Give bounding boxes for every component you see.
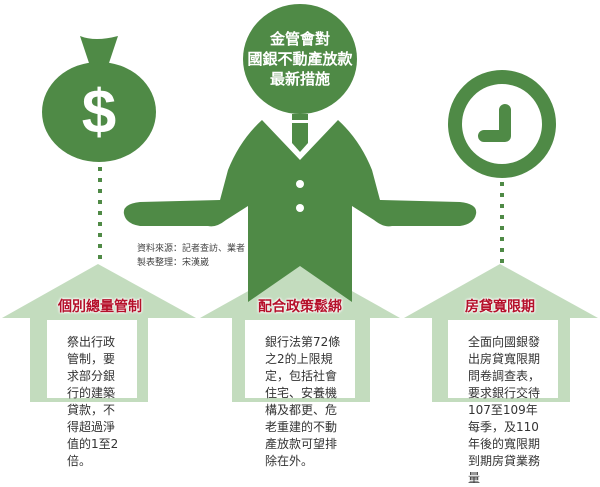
shirt-button-icon bbox=[296, 204, 304, 212]
house-body-policy-relaxation: 銀行法第72條之2的上限規定，包括社會住宅、安養機構及都更、危老重建的不動產放款… bbox=[245, 320, 355, 468]
house-text: 銀行法第72條之2的上限規定，包括社會住宅、安養機構及都更、危老重建的不動產放款… bbox=[265, 335, 341, 468]
credit-source: 資料來源：記者查訪、業者 bbox=[137, 244, 246, 254]
house-text: 全面向國銀發出房貸寬限期問卷調查表，要求銀行交待107至109年每季，及110年… bbox=[468, 335, 541, 485]
title-line-2: 國銀不動產放款 bbox=[247, 50, 353, 68]
house-text: 祭出行政管制，要求部分銀行的建築貸款，不得超過淨值的1至2倍。 bbox=[67, 335, 119, 468]
tie-icon bbox=[292, 114, 308, 152]
title-line-3: 最新措施 bbox=[269, 70, 330, 88]
house-label-policy-relaxation: 配合政策鬆綁 bbox=[258, 299, 342, 315]
house-body-grace-period: 全面向國銀發出房貸寬限期問卷調查表，要求銀行交待107至109年每季，及110年… bbox=[448, 320, 558, 485]
house-body-total-control: 祭出行政管制，要求部分銀行的建築貸款，不得超過淨值的1至2倍。 bbox=[47, 320, 137, 468]
house-label-grace-period: 房貸寬限期 bbox=[465, 299, 535, 315]
title-line-1: 金管會對 bbox=[269, 30, 330, 48]
source-credit: 資料來源：記者查訪、業者 製表整理：宋漢崴 bbox=[137, 242, 245, 270]
svg-text:$: $ bbox=[82, 78, 116, 147]
dotted-connector-right bbox=[500, 182, 504, 263]
clock-icon bbox=[448, 70, 556, 178]
shirt-button-icon bbox=[296, 180, 304, 188]
money-bag-dollar-icon: $ bbox=[42, 36, 156, 162]
house-label-total-control: 個別總量管制 bbox=[58, 299, 142, 315]
title-head-circle: 金管會對 國銀不動產放款 最新措施 bbox=[243, 4, 357, 114]
credit-compiler: 製表整理：宋漢崴 bbox=[137, 258, 210, 268]
dotted-connector-left bbox=[98, 167, 102, 259]
